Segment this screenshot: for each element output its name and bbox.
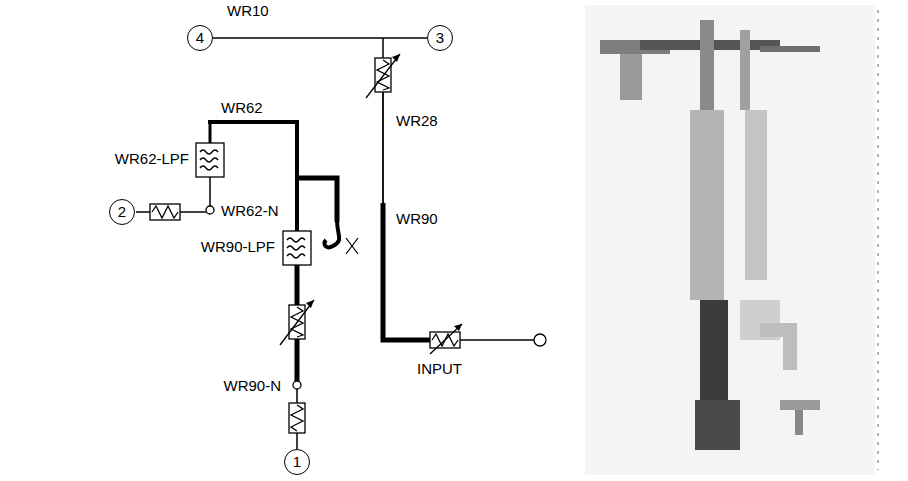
filter-symbol — [283, 231, 311, 265]
port-number-circle: 3 — [427, 25, 453, 51]
waveguide-line — [296, 433, 298, 449]
waveguide-line — [297, 178, 337, 222]
waveguide-line — [180, 211, 206, 213]
filter-symbol — [287, 238, 305, 258]
arrow-head — [306, 54, 462, 331]
port-circle — [534, 334, 546, 346]
port-number-circle: 2 — [109, 199, 135, 225]
hardware-photo — [877, 10, 879, 470]
hardware-photo — [690, 110, 724, 300]
part-label: WR28 — [395, 112, 439, 130]
coupler-mark — [346, 238, 358, 254]
filter-symbol — [200, 150, 218, 170]
part-label: WR90 — [395, 210, 439, 228]
port-number-circle: 4 — [187, 25, 213, 51]
attenuator-symbol — [291, 405, 303, 431]
attenuator-symbol — [366, 54, 400, 98]
callout-number: 1 — [293, 454, 301, 470]
waveguide-line — [382, 92, 384, 205]
hardware-photo — [695, 400, 740, 450]
port-circle — [206, 206, 546, 389]
callout-number: 3 — [436, 30, 444, 46]
part-label: WR10 — [226, 2, 270, 20]
part-label: WR62-N — [220, 202, 280, 220]
part-label: INPUT — [416, 360, 463, 378]
hardware-photo — [795, 410, 803, 435]
coupler-mark — [346, 238, 358, 254]
part-label: WR62 — [220, 99, 264, 117]
part-label: WR90-LPF — [200, 238, 276, 256]
waveguide-line — [209, 122, 212, 143]
hardware-photo — [745, 110, 767, 280]
part-label: WR90-N — [222, 377, 282, 395]
hardware-photo — [760, 46, 820, 52]
waveguide-line — [295, 339, 300, 381]
arrow-head — [454, 324, 462, 331]
attenuator-symbol — [289, 403, 305, 433]
attenuator-symbol — [280, 300, 314, 345]
waveguide-line — [296, 389, 298, 403]
hardware-photo — [780, 400, 820, 410]
attenuator-symbol — [150, 204, 180, 220]
arrow-head — [392, 54, 400, 62]
hardware-photo — [740, 30, 750, 110]
attenuator-symbol — [152, 206, 178, 218]
filter-symbol — [196, 143, 224, 177]
hardware-photo — [700, 300, 728, 400]
part-label: WR62-LPF — [114, 150, 190, 168]
callout-number: 4 — [196, 30, 204, 46]
hardware-photo — [760, 330, 790, 370]
waveguide-line — [136, 38, 534, 449]
waveguide-line — [136, 211, 150, 213]
waveguide-line — [209, 177, 211, 206]
connector-line — [213, 37, 427, 39]
attenuator-symbol — [430, 324, 462, 354]
waveguide-line — [295, 265, 300, 305]
waveguide-connector — [213, 38, 427, 39]
filter-symbol — [196, 143, 311, 265]
port-circle — [206, 206, 214, 214]
attenuator-symbol — [150, 54, 462, 433]
hardware-photo — [585, 5, 875, 475]
waveguide-line — [382, 38, 384, 58]
port-number-circle: 1 — [284, 449, 310, 475]
arrow-head — [306, 300, 314, 308]
callout-number: 2 — [118, 204, 126, 220]
hardware-photo — [585, 5, 878, 475]
port-circle — [293, 381, 301, 389]
waveguide-line — [324, 220, 339, 247]
waveguide-line — [460, 339, 534, 341]
coupler-mark — [346, 238, 358, 254]
